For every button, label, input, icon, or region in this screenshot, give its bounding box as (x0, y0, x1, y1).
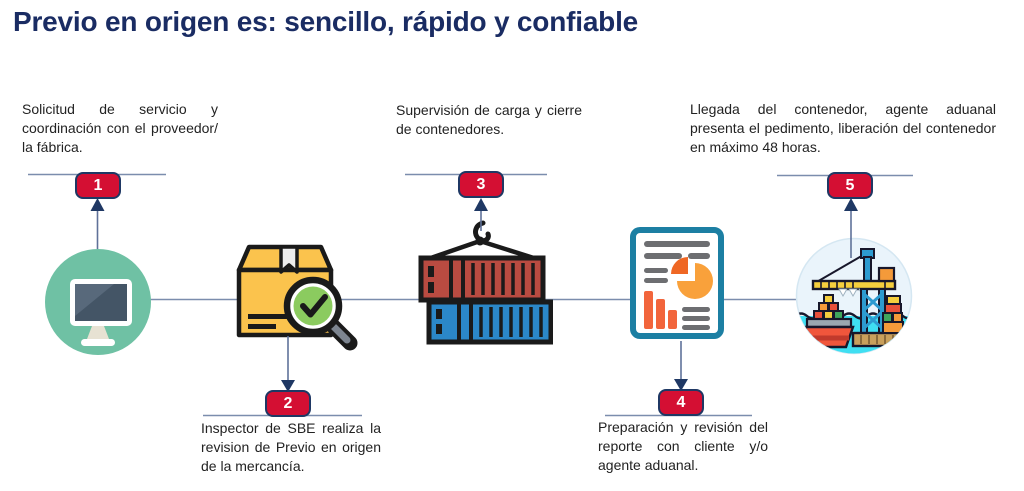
package-inspection-icon (236, 244, 358, 351)
computer-icon (45, 249, 151, 355)
container-stack (882, 295, 904, 334)
port-ship-crane-icon (795, 237, 913, 355)
red-container (418, 255, 546, 303)
step-5-label: Llegada del contenedor, agente aduanal p… (690, 101, 996, 155)
port-crane (811, 248, 897, 336)
step-2-badge: 2 (265, 390, 311, 417)
step-4-label: Preparación y revisión del reporte con c… (598, 419, 768, 473)
magnifier-check-icon (283, 276, 358, 351)
step-5-badge: 5 (827, 172, 873, 199)
step-3-label: Supervisión de carga y cierre de contene… (396, 102, 582, 137)
vertical-connectors (96, 211, 852, 381)
pie-chart (671, 257, 713, 299)
step-1-badge: 1 (75, 172, 121, 199)
arrowheads (90, 198, 858, 392)
page-title: Previo en origen es: sencillo, rápido y … (13, 6, 639, 37)
bar-chart (644, 291, 677, 329)
step-1-label: Solicitud de servicio y coordinación con… (22, 101, 218, 155)
hanging-container (877, 266, 896, 283)
tape-strip (279, 245, 299, 274)
blue-container (426, 299, 553, 345)
text-lines (644, 241, 710, 330)
step-2-label: Inspector de SBE realiza la revision de … (201, 420, 381, 474)
step-rules (28, 173, 913, 417)
step-4-badge: 4 (658, 389, 704, 416)
report-icon (630, 227, 724, 339)
containers-crane-icon (418, 220, 553, 345)
step-3-badge: 3 (458, 171, 504, 198)
